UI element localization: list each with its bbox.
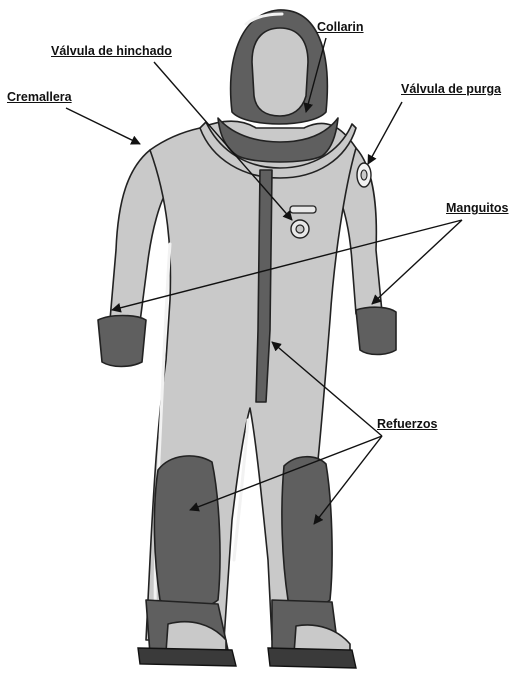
left-knee-pad [154, 456, 220, 609]
leader-cremallera [66, 108, 140, 144]
label-collarin: Collarin [317, 20, 364, 34]
label-valvula-hinchado: Válvula de hinchado [51, 44, 172, 58]
left-sole [138, 648, 236, 666]
purge-valve-center [361, 170, 367, 180]
label-valvula-purga: Válvula de purga [401, 82, 501, 96]
leader-valvula-purga [368, 102, 402, 164]
left-cuff [98, 316, 146, 367]
right-cuff [356, 307, 396, 354]
label-cremallera: Cremallera [7, 90, 72, 104]
right-knee-pad [282, 457, 332, 609]
leader-manguitos-right [372, 220, 462, 304]
label-manguitos: Manguitos [446, 201, 509, 215]
inflation-valve-center [296, 225, 304, 233]
right-sole [268, 648, 356, 668]
inflation-valve-slot [290, 206, 316, 213]
face-opening [252, 28, 308, 116]
label-refuerzos: Refuerzos [377, 417, 437, 431]
